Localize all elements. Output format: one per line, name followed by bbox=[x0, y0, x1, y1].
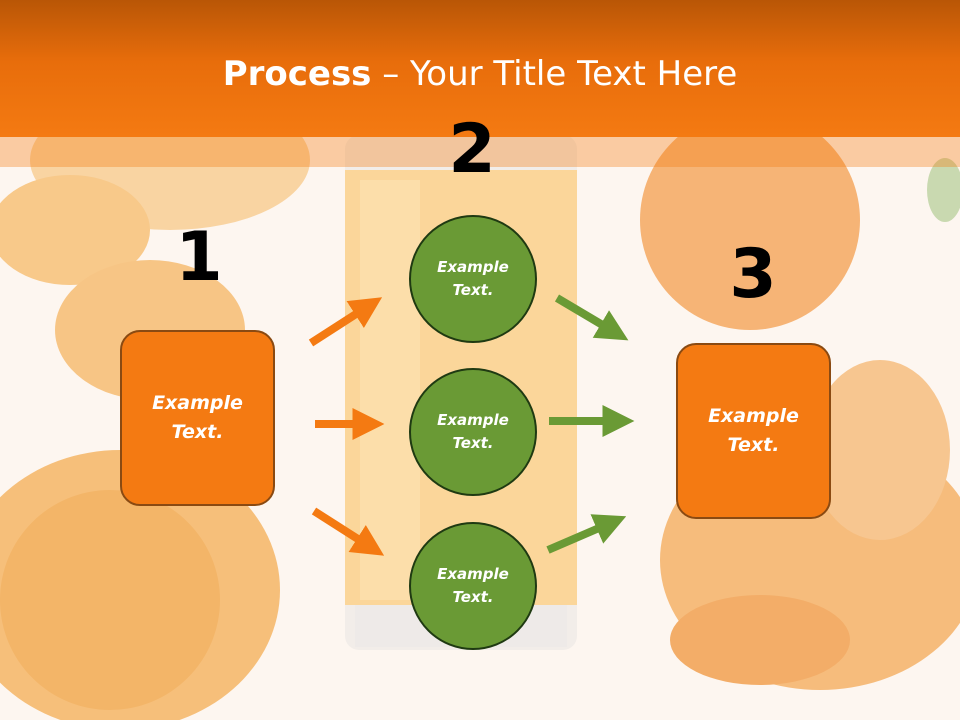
step-2-circle-middle-text: Example Text. bbox=[437, 411, 509, 452]
step-1-text: Example Text. bbox=[152, 392, 243, 443]
title-rest: – Your Title Text Here bbox=[371, 54, 738, 94]
arrow-2-bottom-to-3 bbox=[546, 514, 627, 554]
step-number-2: 2 bbox=[448, 110, 496, 189]
step-3-text: Example Text. bbox=[708, 405, 799, 456]
arrow-1-to-2-bottom bbox=[311, 507, 385, 556]
arrow-2-top-to-3 bbox=[554, 294, 629, 341]
step-2-circle-bottom-text: Example Text. bbox=[437, 565, 509, 606]
step-2-circle-top: Example Text. bbox=[409, 215, 537, 343]
header-bar bbox=[0, 0, 960, 137]
step-2-circle-bottom: Example Text. bbox=[409, 522, 537, 650]
step-3-box: Example Text. bbox=[676, 343, 831, 519]
header-band bbox=[0, 137, 960, 167]
step-2-circle-middle: Example Text. bbox=[409, 368, 537, 496]
slide-title: Process – Your Title Text Here bbox=[0, 52, 960, 96]
step-number-3: 3 bbox=[729, 235, 777, 314]
arrow-1-to-2-top bbox=[308, 297, 383, 347]
step-number-1: 1 bbox=[175, 218, 223, 297]
step-1-box: Example Text. bbox=[120, 330, 275, 506]
step-2-circle-top-text: Example Text. bbox=[437, 258, 509, 299]
title-bold: Process bbox=[222, 54, 372, 94]
